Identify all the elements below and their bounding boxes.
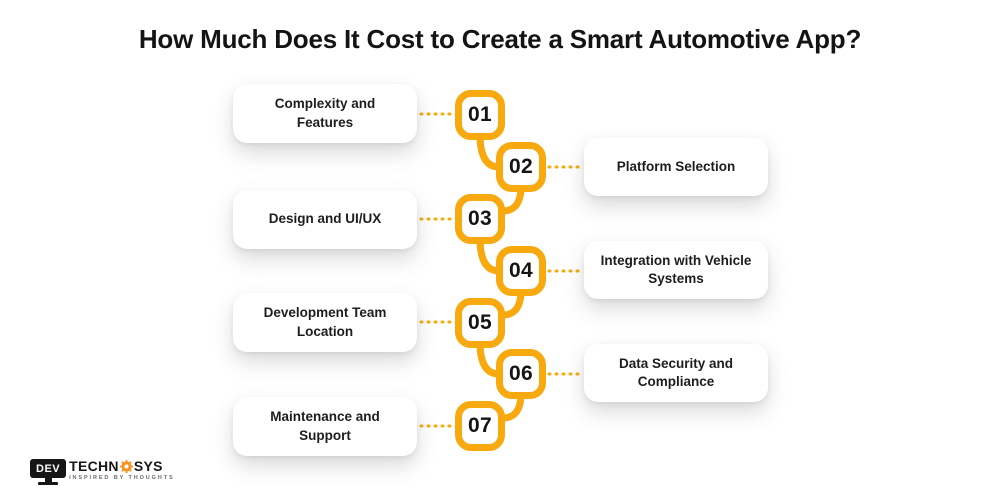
monitor-base	[38, 482, 59, 485]
brand-right: SYS	[133, 458, 163, 474]
brand-left: TECHN	[69, 458, 119, 474]
step-number-02: 02	[509, 155, 533, 178]
step-badge-05: 05	[455, 298, 505, 348]
monitor-icon: DEV	[30, 459, 67, 485]
step-card-integration-with-vehicle-systems: Integration with Vehicle Systems	[584, 241, 768, 299]
page-title: How Much Does It Cost to Create a Smart …	[138, 24, 862, 54]
step-badge-03: 03	[455, 194, 505, 244]
step-badge-04: 04	[496, 246, 546, 296]
step-card-complexity-and-features: Complexity and Features	[233, 84, 417, 143]
step-card-design-and-ui-ux: Design and UI/UX	[233, 190, 417, 249]
step-badge-02: 02	[496, 142, 546, 192]
step-card-maintenance-and-support: Maintenance and Support	[233, 397, 417, 456]
step-card-label: Data Security and Compliance	[618, 355, 734, 389]
step-card-label: Design and UI/UX	[268, 211, 382, 227]
gear-icon	[119, 459, 133, 473]
logo-tagline: INSPIRED BY THOUGHTS	[69, 475, 175, 481]
step-number-03: 03	[468, 207, 492, 230]
logo-text: TECHN	[69, 459, 174, 481]
step-badge-01: 01	[455, 90, 505, 140]
dev-technosys-logo: DEV TECHN	[30, 459, 175, 485]
step-number-05: 05	[468, 311, 492, 334]
step-number-04: 04	[509, 259, 533, 282]
step-badge-07: 07	[455, 401, 505, 451]
step-number-01: 01	[468, 103, 492, 126]
step-card-platform-selection: Platform Selection	[584, 138, 768, 196]
step-card-label: Platform Selection	[616, 158, 736, 174]
step-badge-06: 06	[496, 349, 546, 399]
step-card-label: Maintenance and Support	[270, 409, 380, 443]
step-card-data-security-and-compliance: Data Security and Compliance	[584, 344, 768, 402]
step-number-06: 06	[509, 362, 533, 385]
monitor-screen: DEV	[30, 459, 67, 478]
brand-name: TECHN	[69, 459, 174, 473]
step-card-label: Complexity and Features	[274, 96, 376, 130]
step-card-development-team-location: Development Team Location	[233, 293, 417, 352]
step-card-label: Integration with Vehicle Systems	[600, 252, 752, 286]
step-card-label: Development Team Location	[263, 305, 387, 339]
step-number-07: 07	[468, 414, 492, 437]
monitor-stand	[44, 478, 52, 482]
